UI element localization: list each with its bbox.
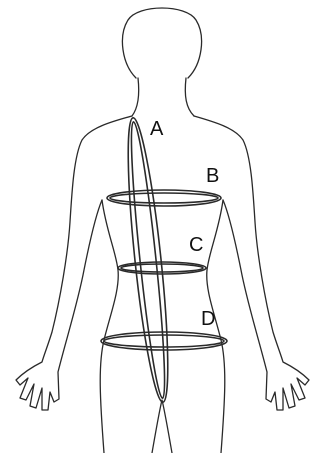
measurement-ring-b-inner <box>110 193 218 203</box>
left-torso-outline <box>100 200 118 453</box>
neck-left <box>132 78 139 116</box>
head-outline <box>122 8 201 78</box>
neck-right <box>185 78 194 116</box>
label-d: D <box>201 308 215 330</box>
inner-legs-outline <box>152 400 172 453</box>
label-c: C <box>189 234 203 256</box>
right-arm-outline <box>194 116 309 410</box>
measurement-rings <box>101 116 227 403</box>
human-figure-outline <box>16 8 309 453</box>
label-a: A <box>150 118 164 140</box>
label-b: B <box>206 165 219 187</box>
left-arm-outline <box>16 116 132 410</box>
measurement-loop-a <box>120 116 176 403</box>
